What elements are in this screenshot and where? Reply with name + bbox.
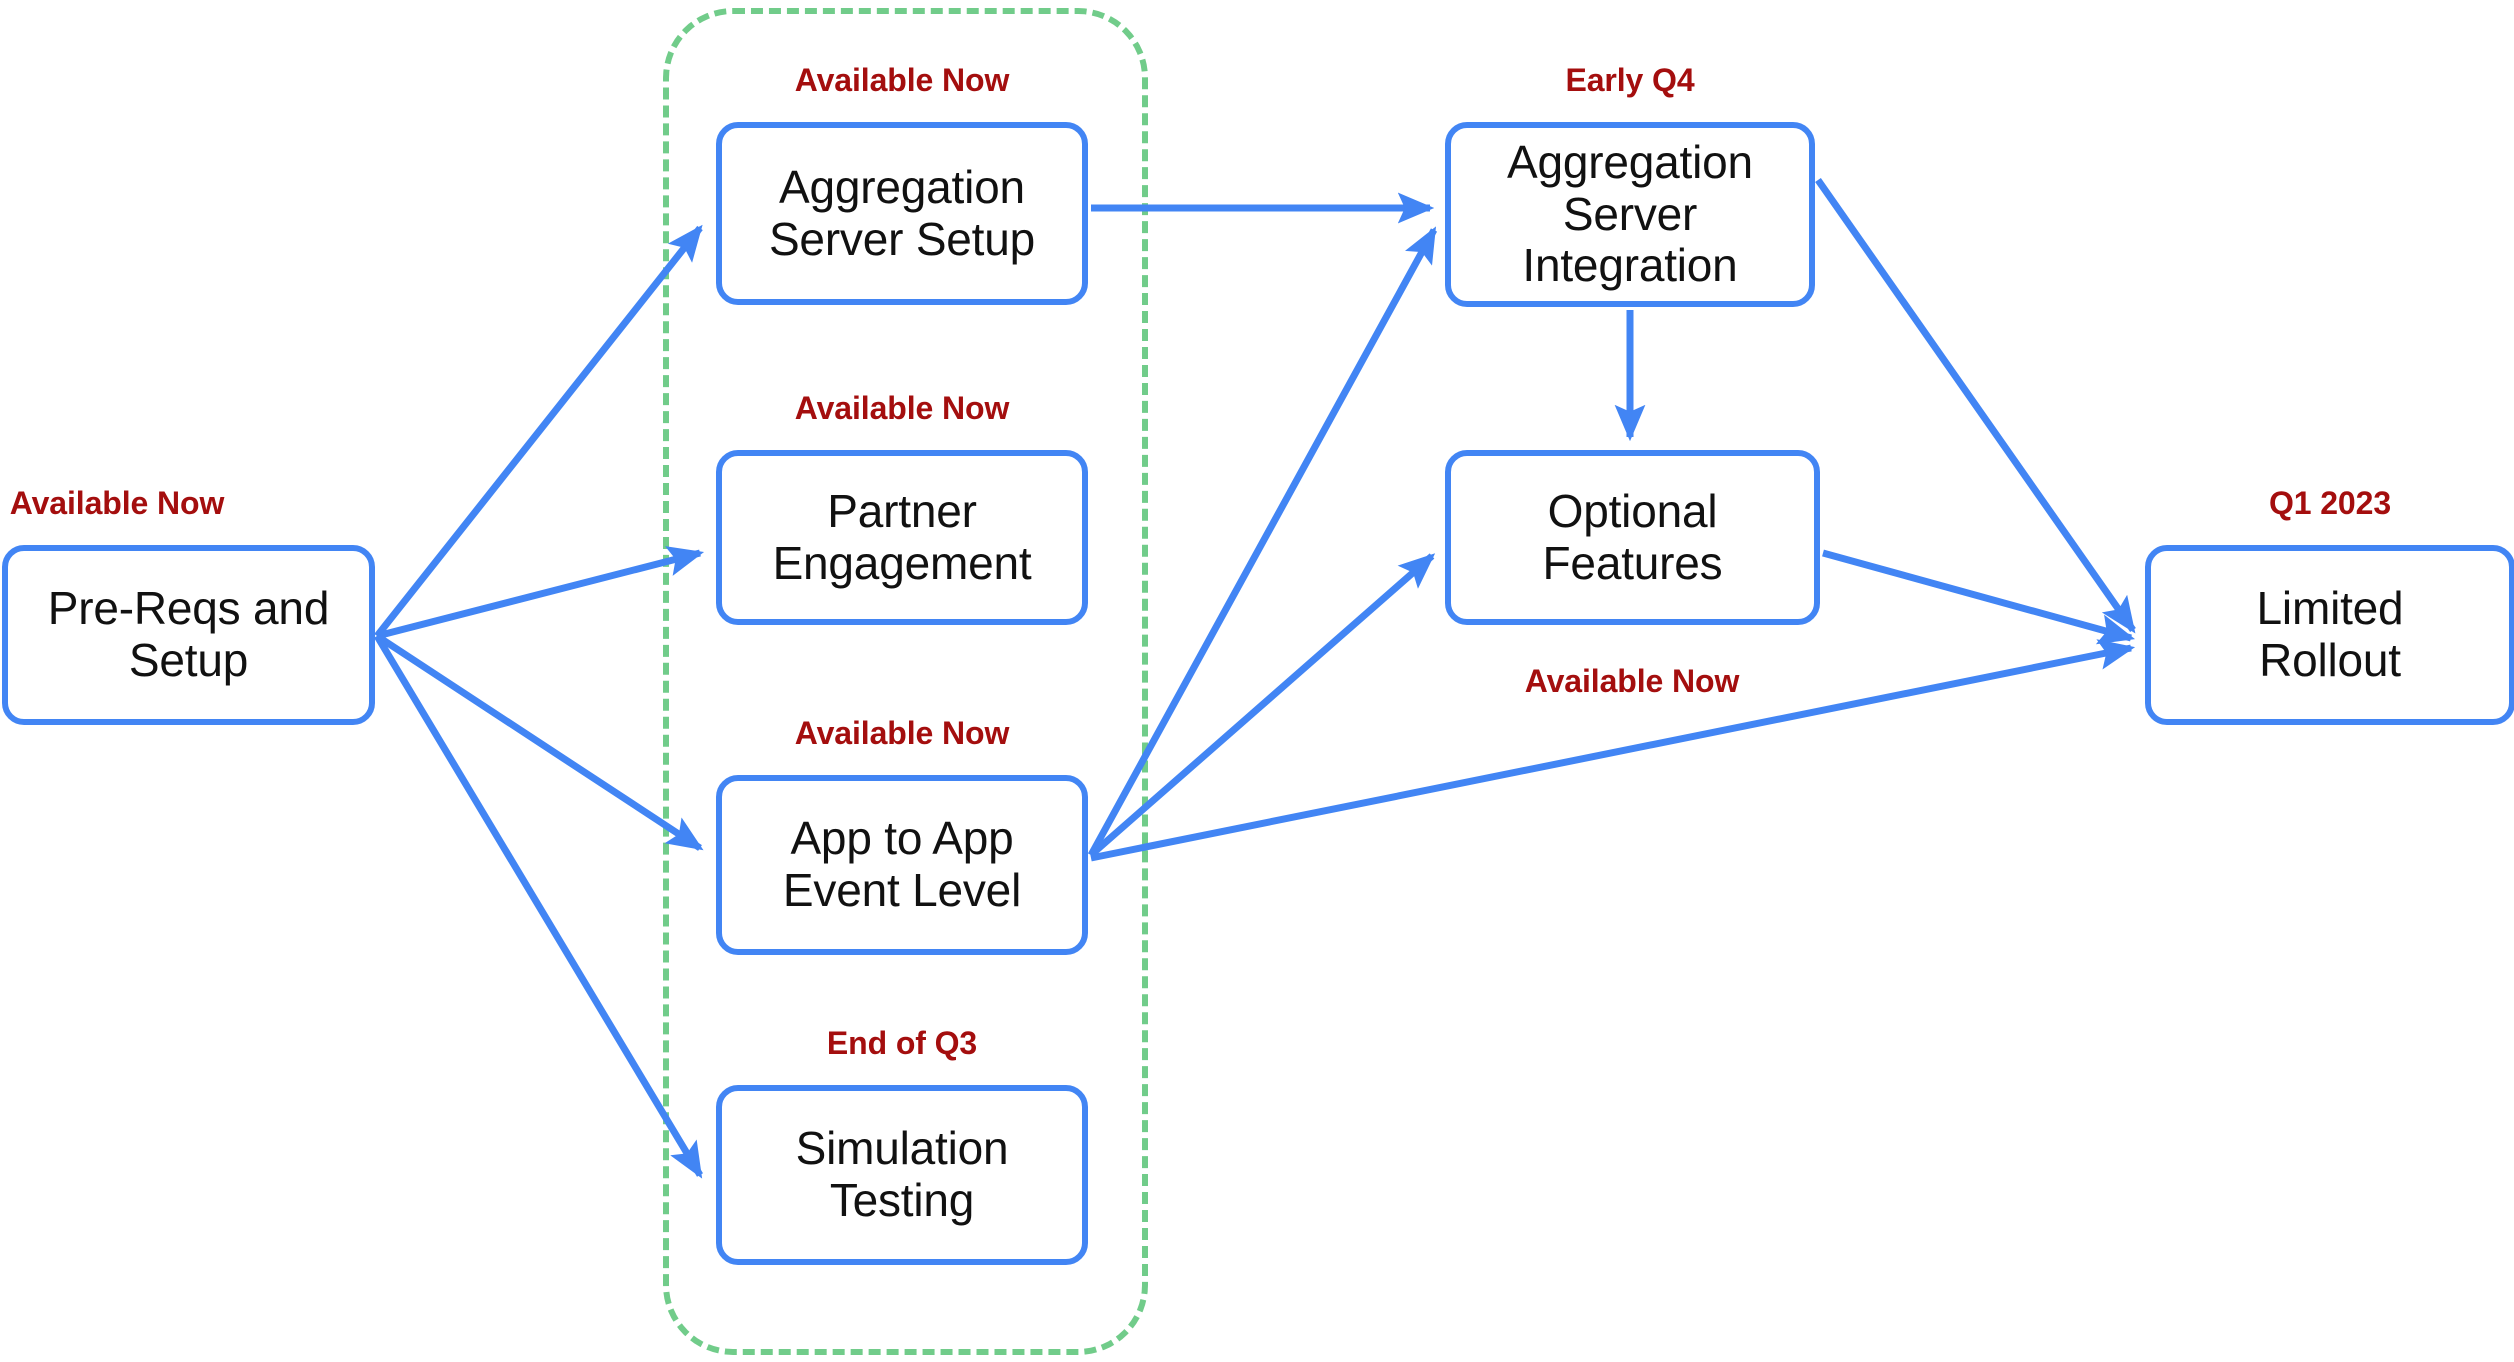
status-label-pre-reqs-and-setup: Available Now bbox=[9, 485, 225, 521]
status-label-partner-engagement: Available Now bbox=[794, 390, 1010, 426]
status-label-limited-rollout: Q1 2023 bbox=[2268, 485, 2392, 521]
edge-prereqs-to-app-to-app bbox=[375, 633, 704, 851]
node-partner-engagement[interactable]: Partner Engagement bbox=[716, 450, 1088, 625]
node-aggregation-server-integration[interactable]: Aggregation Server Integration bbox=[1445, 122, 1815, 307]
node-simulation-testing[interactable]: Simulation Testing bbox=[716, 1085, 1088, 1265]
status-label-app-to-app-event-level: Available Now bbox=[794, 715, 1010, 751]
node-app-to-app-event-level[interactable]: App to App Event Level bbox=[716, 775, 1088, 955]
edge-agg-integration-to-limited-rollout bbox=[1815, 177, 2136, 634]
status-label-simulation-testing: End of Q3 bbox=[826, 1025, 978, 1061]
status-label-aggregation-server-integration: Early Q4 bbox=[1565, 62, 1695, 98]
node-optional-features[interactable]: Optional Features bbox=[1445, 450, 1820, 625]
edge-prereqs-to-agg-server-setup bbox=[374, 224, 703, 639]
node-pre-reqs-and-setup[interactable]: Pre-Reqs and Setup bbox=[2, 545, 375, 725]
node-limited-rollout[interactable]: Limited Rollout bbox=[2145, 545, 2514, 725]
edge-prereqs-to-partner-engagement bbox=[376, 546, 705, 640]
edge-prereqs-to-simulation-testing bbox=[373, 634, 704, 1179]
node-aggregation-server-setup[interactable]: Aggregation Server Setup bbox=[716, 122, 1088, 305]
edge-optional-features-to-limited-rollout bbox=[1822, 549, 2136, 645]
status-label-aggregation-server-setup: Available Now bbox=[794, 62, 1010, 98]
status-label-optional-features: Available Now bbox=[1524, 663, 1740, 699]
